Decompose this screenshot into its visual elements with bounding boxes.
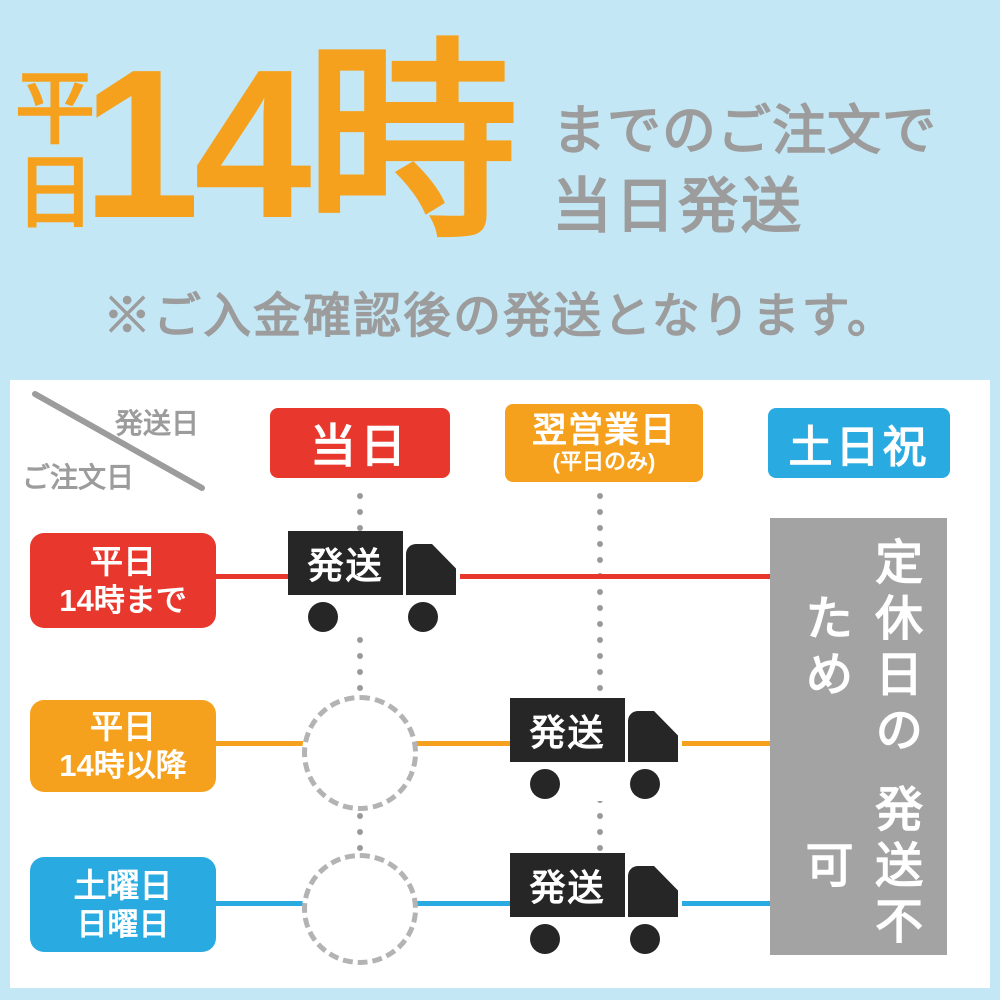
closed-notice-line2: 発送不可 [797,783,921,952]
column-header-weekend-holiday-label: 土日祝 [788,423,930,472]
row-line-weekday-after14 [120,741,782,746]
row-label-weekday-before14: 平日 14時まで [30,533,216,628]
hero-deadline-time: 14時 [82,25,518,262]
payment-note: ※ご入金確認後の発送となります。 [103,290,897,343]
truck-wheel [308,602,338,632]
hero-order-text: までのご注文で [552,101,937,161]
truck-icon: 発送 [510,698,682,801]
column-header-next-business-day: 翌営業日 (平日のみ) [505,404,703,482]
truck-cab [406,544,456,595]
ship-badge: 発送 [288,531,403,595]
row-label-line2: 日曜日 [76,906,170,942]
row-label-line2: 14時以降 [59,748,187,784]
truck-wheel [530,769,560,799]
row-label-line1: 平日 [90,542,156,580]
column-header-next-business-day-label: 翌営業日 [531,410,676,450]
shipping-schedule-table: 発送日 ご注文日 当日 翌営業日 (平日のみ) 土日祝 平日 14時まで 平日 … [10,380,990,988]
truck-icon: 発送 [510,853,682,956]
no-ship-circle-icon [302,695,418,811]
column-header-sameday: 当日 [270,408,450,478]
ship-badge: 発送 [510,853,625,917]
corner-label-order-date: ご注文日 [22,462,135,493]
row-line-weekend [120,901,782,906]
corner-label-ship-date: 発送日 [115,408,200,439]
row-label-weekday-after14: 平日 14時以降 [30,700,216,792]
closed-notice-line1: 定休日のため [797,537,921,762]
column-header-sameday-label: 当日 [310,420,410,472]
truck-cab [628,866,678,917]
truck-wheel [630,924,660,954]
truck-wheel [530,924,560,954]
truck-wheel [408,602,438,632]
truck-icon: 発送 [288,531,460,634]
hero-weekday-vertical: 平日 [4,66,93,234]
row-label-line2: 14時まで [59,582,187,618]
no-ship-circle-icon [302,853,418,965]
row-label-line1: 平日 [90,708,156,745]
truck-wheel [630,769,660,799]
hero-sameday-text: 当日発送 [552,173,804,240]
closed-notice-text: 定休日のため 発送不可 [789,518,928,955]
column-header-weekend-holiday: 土日祝 [768,408,950,478]
row-label-weekend: 土曜日 日曜日 [30,857,216,952]
closed-notice-box: 定休日のため 発送不可 [770,518,947,955]
ship-badge: 発送 [510,698,625,762]
column-header-next-business-day-sub: (平日のみ) [552,449,656,475]
row-label-line1: 土曜日 [73,866,173,904]
truck-cab [628,711,678,762]
